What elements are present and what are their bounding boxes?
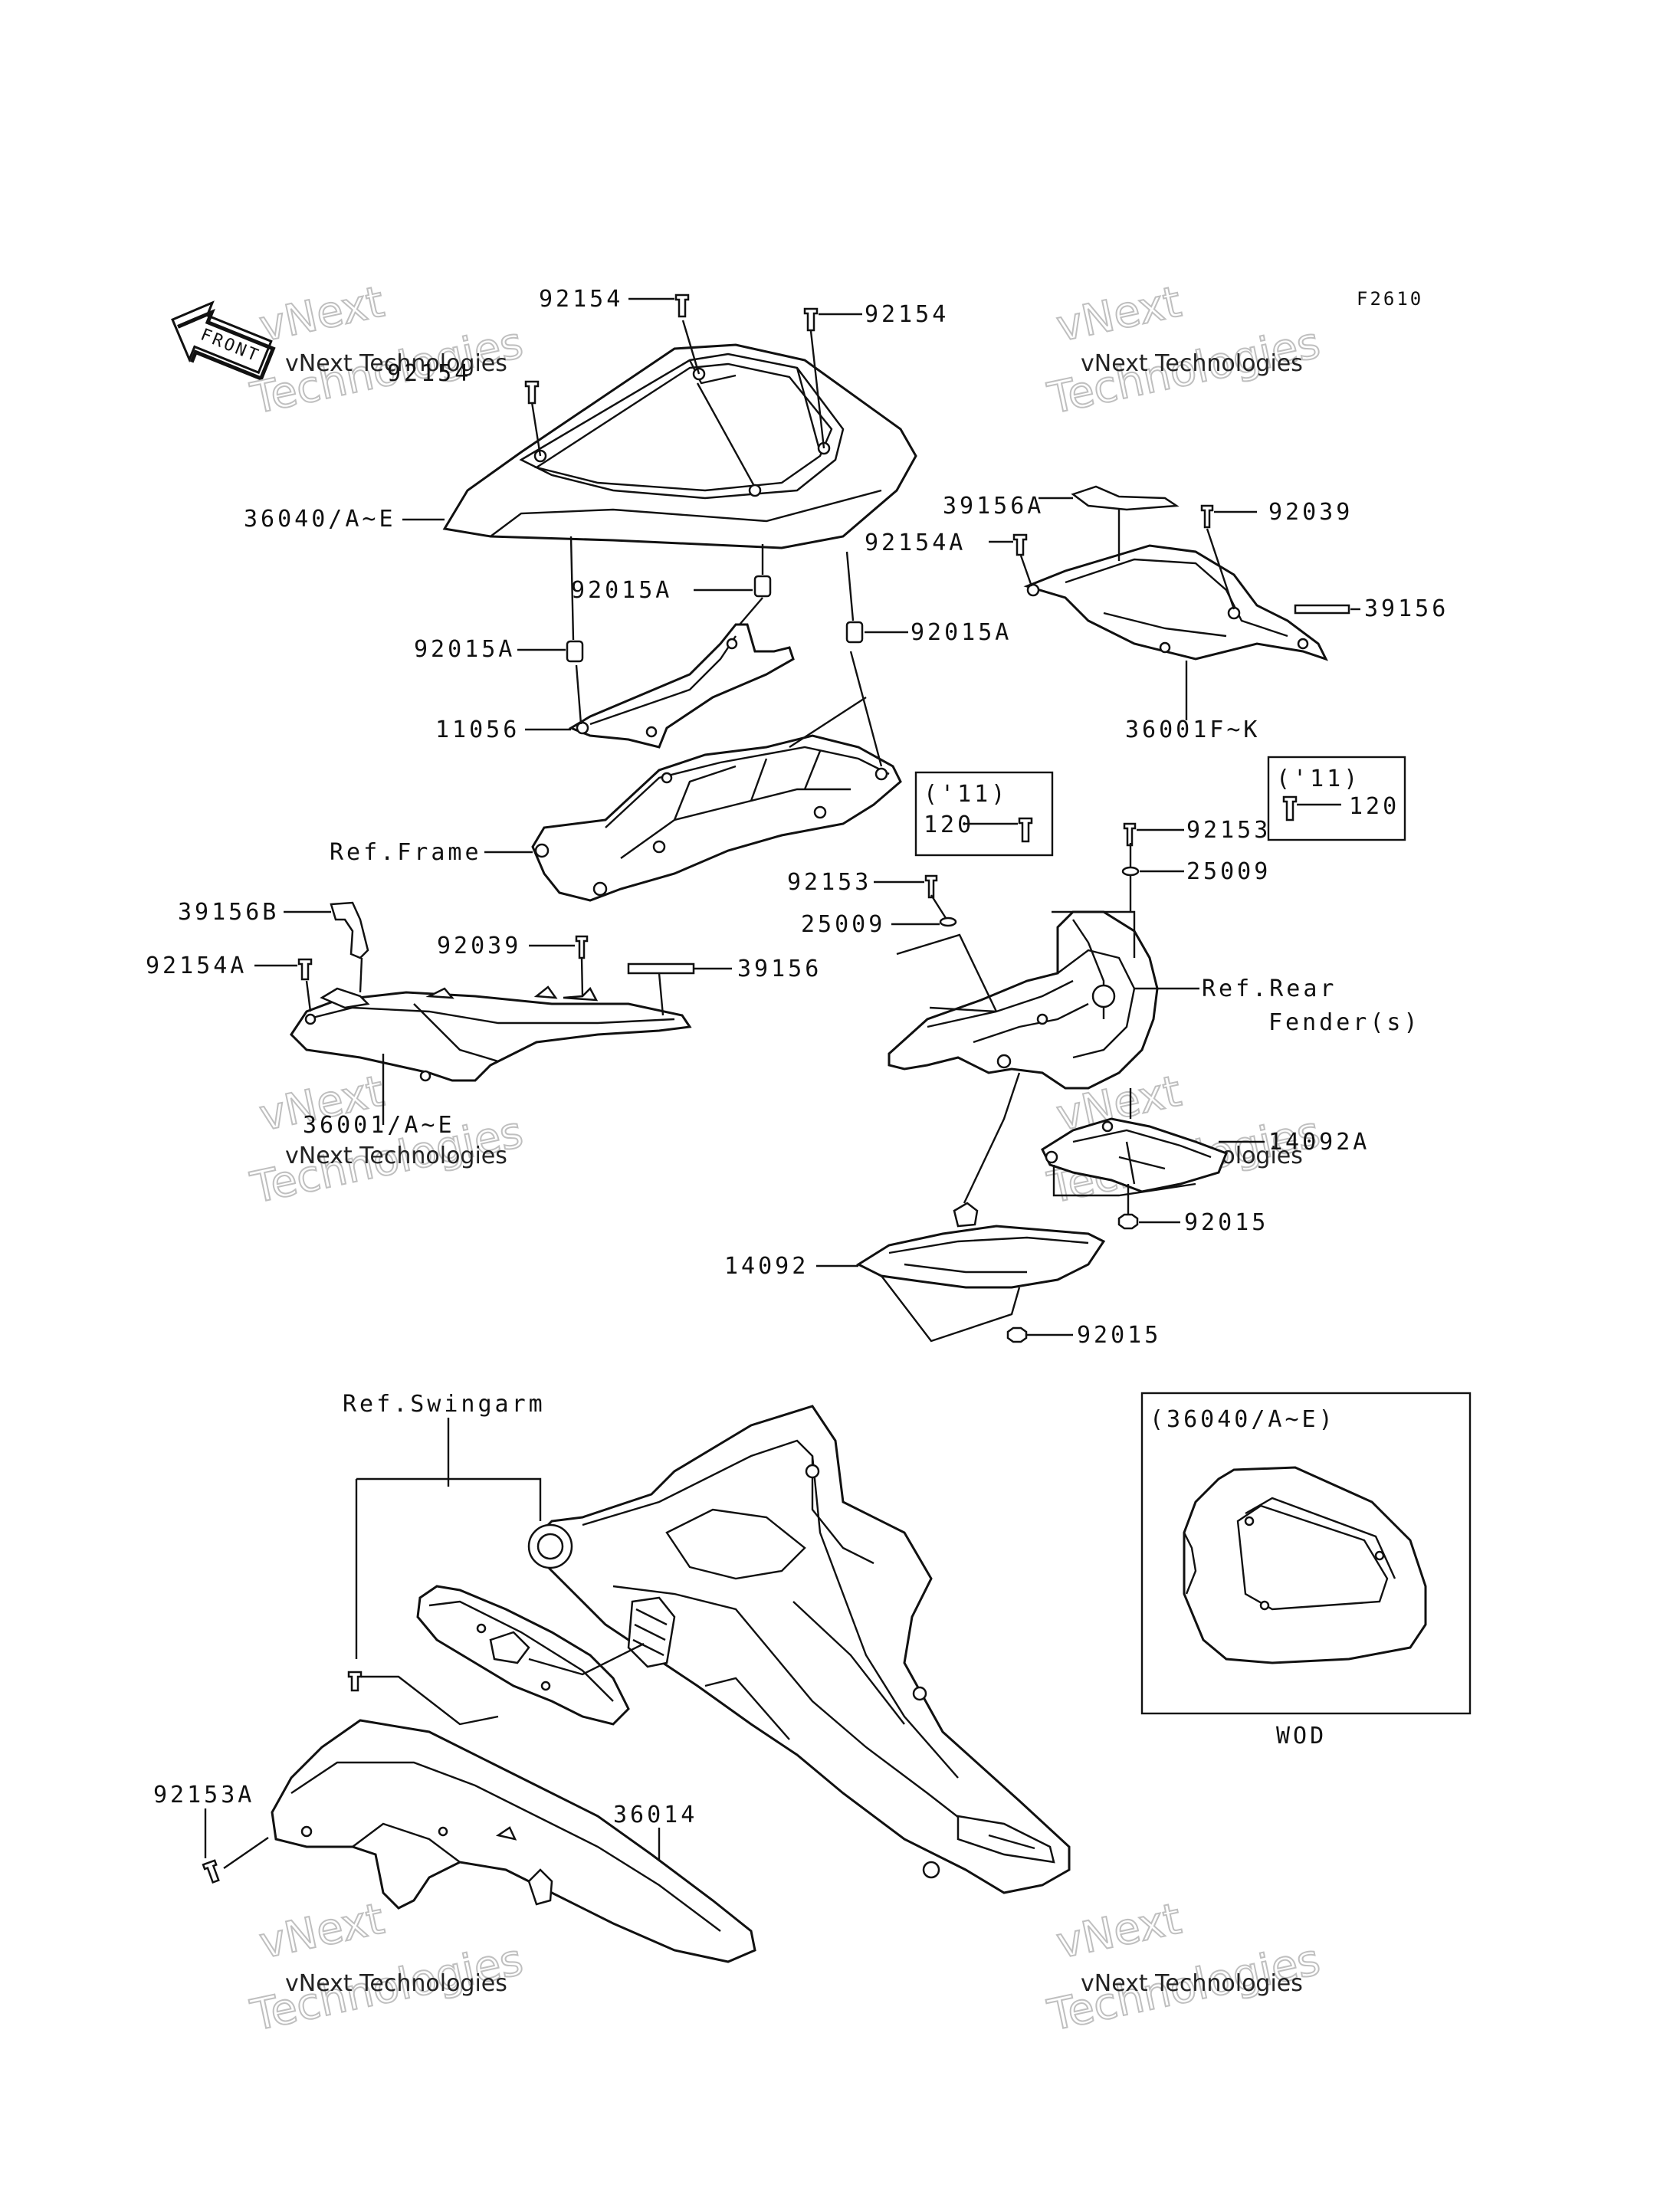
watermark-text-mid-left: vNext Technologies	[285, 1143, 507, 1169]
figure-code: F2610	[1357, 288, 1423, 310]
label-92039-left: 92039	[437, 933, 521, 959]
label-92039-right: 92039	[1268, 499, 1353, 526]
year-box-left	[914, 771, 1054, 857]
screw-92154-top-left	[674, 293, 690, 318]
label-11056: 11056	[435, 716, 520, 743]
label-25009-left: 25009	[801, 911, 885, 938]
inset-caption: WOD	[1276, 1723, 1327, 1749]
bolt-120-left	[1018, 817, 1033, 843]
svg-text:vNext: vNext	[1052, 1894, 1186, 1969]
label-36001FK: 36001F~K	[1125, 716, 1261, 743]
label-fender-s: Fender(s)	[1268, 1009, 1421, 1036]
label-92153A: 92153A	[153, 1782, 254, 1808]
collar-92015A-center	[753, 575, 772, 598]
light-14092-part	[855, 1202, 1106, 1289]
bolt-120-right	[1282, 795, 1298, 821]
label-39156A: 39156A	[943, 493, 1044, 520]
rear-fender-part	[888, 910, 1159, 1090]
label-92015-lower: 92015	[1077, 1322, 1161, 1349]
watermark-bottom-left: vNext Technologies	[246, 1894, 528, 2042]
label-year-box-right: ('11)	[1276, 766, 1360, 792]
frame-ref-part	[531, 734, 902, 902]
label-92154-top-left: 92154	[539, 286, 623, 313]
label-120-left: 120	[924, 812, 974, 838]
watermark-text-bottom-left: vNext Technologies	[285, 1970, 507, 1997]
inset-seat-cowl-part	[1183, 1466, 1427, 1664]
washer-25009-right	[1121, 866, 1140, 877]
label-92154A-right: 92154A	[865, 530, 966, 556]
seat-cowl-part	[442, 343, 917, 549]
watermark-text-top-right: vNext Technologies	[1081, 350, 1303, 377]
screw-92154-left	[524, 380, 540, 405]
decal-39156-left-part	[627, 962, 695, 975]
nut-92015-upper	[1117, 1213, 1139, 1230]
collar-92015A-left	[566, 640, 584, 663]
label-39156-left: 39156	[737, 956, 822, 982]
chain-guard-upper-part	[416, 1585, 630, 1726]
watermark-text-top-left: vNext Technologies	[285, 350, 507, 377]
label-25009-right: 25009	[1186, 858, 1271, 885]
swingarm-ref-part	[527, 1405, 1071, 1894]
label-36014: 36014	[613, 1802, 697, 1828]
screw-92039-right	[1200, 504, 1214, 529]
decal-39156-right-part	[1294, 604, 1350, 615]
watermark-text-bottom-right: vNext Technologies	[1081, 1970, 1303, 1997]
chain-guard-36014-part	[271, 1719, 756, 1963]
watermark-bottom-right: vNext Technologies	[1043, 1894, 1325, 2042]
label-year-box-left: ('11)	[924, 781, 1008, 808]
screw-chain-guard-upper	[347, 1671, 363, 1692]
svg-text:vNext: vNext	[255, 1894, 389, 1969]
screw-92154-top-right	[803, 307, 819, 332]
screw-92039-left	[575, 935, 589, 959]
decal-39156A-part	[1071, 485, 1180, 511]
label-92153-right: 92153	[1186, 817, 1271, 844]
inset-box	[1140, 1392, 1472, 1715]
label-14092: 14092	[724, 1253, 809, 1280]
label-92015A-center: 92015A	[571, 577, 672, 604]
watermark-top-right: vNext Technologies	[1043, 277, 1325, 425]
collar-92015A-right	[845, 621, 864, 644]
label-92154-left: 92154	[387, 360, 471, 387]
light-bracket-14092A-part	[1041, 1117, 1228, 1193]
label-36001AE: 36001/A~E	[303, 1112, 455, 1139]
label-ref-frame: Ref.Frame	[330, 839, 482, 866]
label-92154-top-right: 92154	[865, 301, 949, 328]
svg-text:vNext: vNext	[255, 277, 389, 353]
side-cover-left-part	[290, 985, 692, 1082]
label-92015A-left: 92015A	[414, 636, 515, 663]
bracket-11056-part	[568, 623, 795, 749]
screw-92153A	[202, 1859, 220, 1884]
side-cover-right-part	[1023, 544, 1328, 661]
label-92015-upper: 92015	[1184, 1209, 1268, 1236]
bolt-92153-right	[1123, 822, 1137, 847]
decal-39156B-part	[330, 901, 369, 959]
inset-title: (36040/A~E)	[1150, 1406, 1336, 1433]
label-92153-left: 92153	[787, 869, 871, 896]
year-box-right	[1267, 756, 1406, 841]
screw-92154A-right	[1012, 533, 1028, 556]
svg-text:vNext: vNext	[1052, 277, 1186, 353]
label-39156-right: 39156	[1364, 595, 1449, 622]
nut-92015-lower	[1006, 1326, 1028, 1343]
washer-25009-left	[939, 917, 957, 927]
label-36040: 36040/A~E	[244, 506, 396, 533]
label-ref-swingarm: Ref.Swingarm	[343, 1391, 546, 1418]
label-92015A-right: 92015A	[911, 619, 1012, 646]
label-39156B: 39156B	[178, 899, 279, 926]
screw-92154A-left	[297, 958, 313, 981]
bolt-92153-left	[924, 874, 938, 899]
label-ref-rear: Ref.Rear	[1202, 976, 1337, 1002]
label-120-right: 120	[1349, 793, 1399, 820]
label-14092A: 14092A	[1268, 1129, 1370, 1156]
label-92154A-left: 92154A	[146, 953, 247, 979]
watermark-top-left: vNext Technologies	[246, 277, 528, 425]
